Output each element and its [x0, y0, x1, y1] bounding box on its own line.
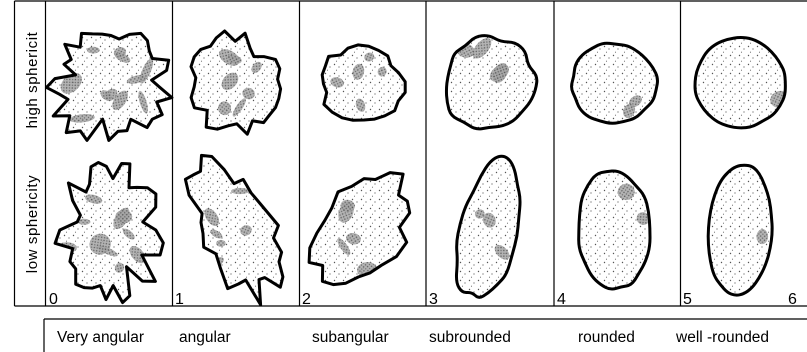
category-well-rounded: well -rounded [675, 329, 769, 346]
grain-high-sphericity-3 [446, 35, 536, 129]
scale-number-1: 1 [175, 291, 184, 308]
category-angular: angular [179, 329, 231, 346]
category-very-angular: Very angular [57, 329, 144, 346]
category-rounded: rounded [578, 329, 635, 346]
grain-high-sphericity-2 [322, 45, 405, 120]
grain-low-sphericity-1 [185, 155, 283, 304]
y-label-high-sphericity: high sphericit [24, 31, 41, 128]
category-subrounded: subrounded [429, 329, 511, 346]
grain-high-sphericity-4 [572, 43, 658, 123]
category-labels: Very angular angular subangular subround… [57, 329, 769, 346]
scale-number-4: 4 [557, 291, 566, 308]
grain-high-sphericity-0 [47, 33, 172, 140]
grain-high-sphericity-1 [191, 31, 281, 134]
scale-number-3: 3 [429, 291, 438, 308]
scale-number-6: 6 [788, 291, 797, 308]
scale-number-0: 0 [49, 291, 58, 308]
y-label-low-sphericity: low sphericity [24, 175, 41, 273]
grain-low-sphericity-0 [55, 163, 163, 303]
grain-low-sphericity-4 [579, 171, 652, 289]
scale-number-2: 2 [302, 291, 311, 308]
grain-low-sphericity-5 [708, 165, 772, 295]
category-subangular: subangular [312, 329, 389, 346]
grain-low-sphericity-2 [309, 173, 410, 285]
grain-low-sphericity-3 [447, 156, 520, 297]
grain-high-sphericity-5 [695, 38, 792, 128]
scale-number-5: 5 [683, 291, 692, 308]
